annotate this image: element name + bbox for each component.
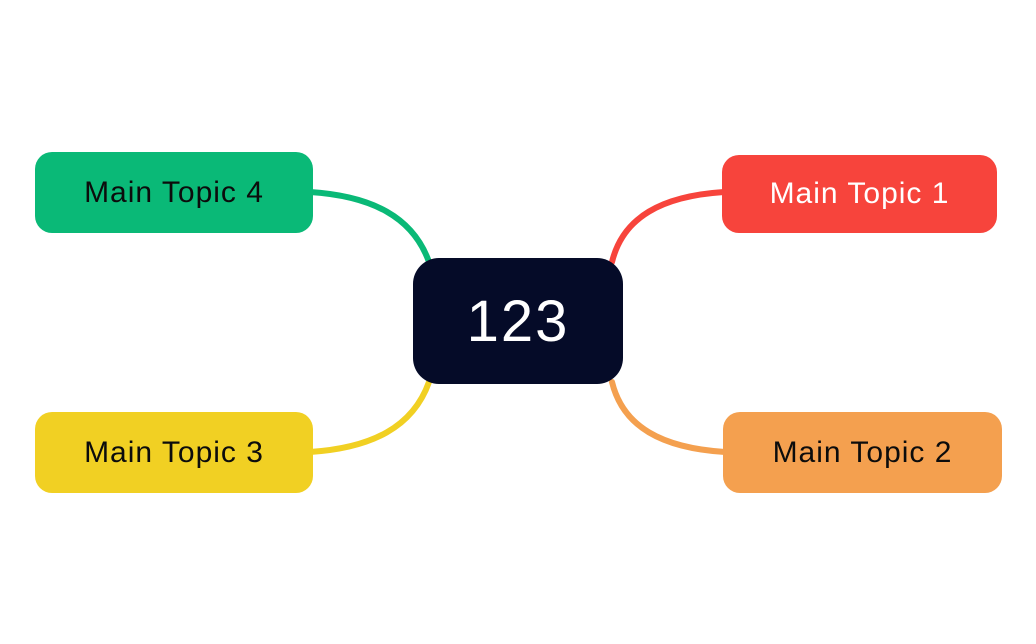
node-main-topic-3[interactable]: Main Topic 3	[35, 412, 313, 493]
node-central[interactable]: 123	[413, 258, 623, 384]
node-main-topic-4[interactable]: Main Topic 4	[35, 152, 313, 233]
node-main-topic-4-label: Main Topic 4	[84, 175, 264, 209]
connector-main-topic-4	[307, 189, 432, 265]
node-main-topic-1[interactable]: Main Topic 1	[722, 155, 997, 233]
node-main-topic-3-label: Main Topic 3	[84, 435, 264, 469]
connector-main-topic-1	[609, 189, 727, 265]
node-main-topic-1-label: Main Topic 1	[769, 177, 950, 210]
connector-main-topic-2	[609, 379, 728, 455]
node-central-label: 123	[466, 288, 570, 354]
node-main-topic-2-label: Main Topic 2	[772, 435, 953, 469]
connector-main-topic-3	[307, 379, 432, 455]
node-main-topic-2[interactable]: Main Topic 2	[723, 412, 1002, 493]
